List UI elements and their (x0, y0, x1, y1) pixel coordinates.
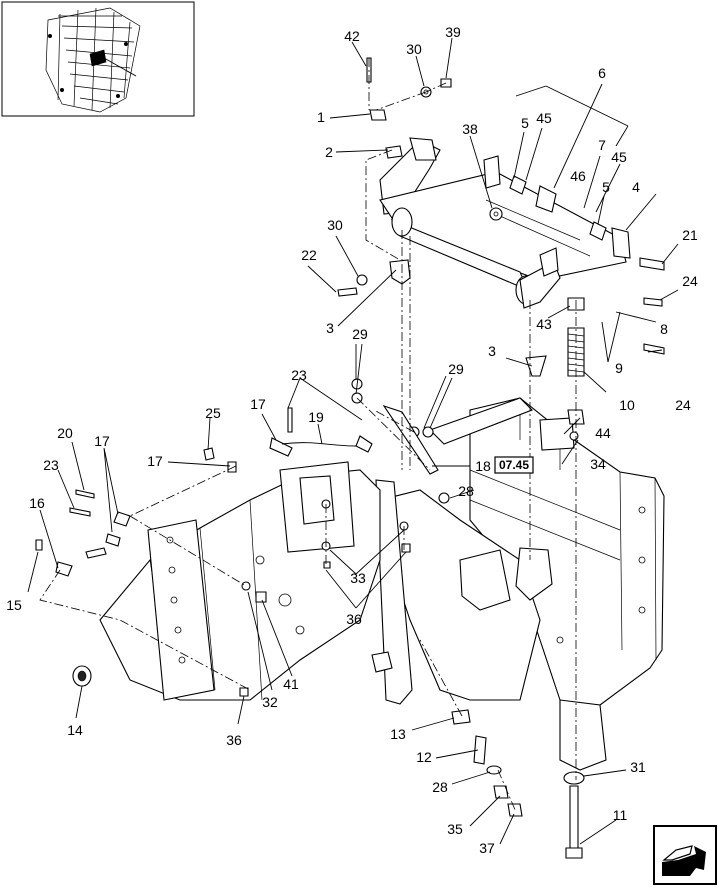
callout-leaders (27, 37, 679, 845)
callout-36[interactable]: 36 (346, 611, 362, 627)
callout-13[interactable]: 13 (390, 726, 406, 742)
callout-42[interactable]: 42 (344, 28, 360, 44)
callout-36[interactable]: 36 (226, 732, 242, 748)
thumbnail-machine-sketch (45, 7, 141, 113)
callout-28[interactable]: 28 (458, 483, 474, 499)
section-reference[interactable]: 07.45 (494, 456, 534, 474)
callout-41[interactable]: 41 (283, 676, 299, 692)
callout-29[interactable]: 29 (352, 326, 368, 342)
callout-39[interactable]: 39 (445, 24, 461, 40)
callout-5[interactable]: 5 (521, 115, 529, 131)
callout-31[interactable]: 31 (630, 759, 646, 775)
callout-44[interactable]: 44 (595, 425, 611, 441)
callout-37[interactable]: 37 (479, 840, 495, 856)
callout-28[interactable]: 28 (432, 779, 448, 795)
callout-21[interactable]: 21 (682, 227, 698, 243)
callout-19[interactable]: 19 (308, 409, 324, 425)
callout-18[interactable]: 18 (475, 458, 491, 474)
callout-23[interactable]: 23 (291, 367, 307, 383)
callout-22[interactable]: 22 (301, 247, 317, 263)
callout-7[interactable]: 7 (598, 137, 606, 153)
callout-43[interactable]: 43 (536, 316, 552, 332)
callout-10[interactable]: 10 (619, 397, 635, 413)
callout-24[interactable]: 24 (682, 273, 698, 289)
upper-pivot-assembly (369, 109, 631, 309)
callout-15[interactable]: 15 (6, 597, 22, 613)
callout-34[interactable]: 34 (590, 456, 606, 472)
callout-17[interactable]: 17 (250, 396, 266, 412)
callout-3[interactable]: 3 (326, 320, 334, 336)
callout-8[interactable]: 8 (660, 321, 668, 337)
callout-4[interactable]: 4 (632, 179, 640, 195)
callout-32[interactable]: 32 (262, 694, 278, 710)
callout-46[interactable]: 46 (570, 168, 586, 184)
callout-12[interactable]: 12 (416, 749, 432, 765)
callout-9[interactable]: 9 (615, 360, 623, 376)
callout-14[interactable]: 14 (67, 722, 83, 738)
callout-25[interactable]: 25 (205, 405, 221, 421)
callout-2[interactable]: 2 (325, 144, 333, 160)
callout-23[interactable]: 23 (43, 457, 59, 473)
callout-33[interactable]: 33 (350, 570, 366, 586)
callout-1[interactable]: 1 (317, 109, 325, 125)
callout-30[interactable]: 30 (327, 217, 343, 233)
callout-30[interactable]: 30 (406, 41, 422, 57)
next-page-arrow-icon[interactable] (653, 825, 717, 885)
callout-35[interactable]: 35 (447, 821, 463, 837)
assembly-guide-lines (39, 58, 577, 813)
callout-labels: 42 30 39 6 1 5 45 38 7 45 2 46 5 4 30 22… (6, 24, 698, 856)
callout-11[interactable]: 11 (613, 807, 628, 823)
section-reference-label: 07.45 (499, 458, 529, 472)
callout-29[interactable]: 29 (448, 361, 464, 377)
callout-20[interactable]: 20 (57, 425, 73, 441)
callout-45[interactable]: 45 (536, 110, 552, 126)
main-frame (99, 397, 665, 771)
hardware-items (35, 57, 665, 859)
callout-24[interactable]: 24 (675, 397, 691, 413)
callout-17[interactable]: 17 (94, 433, 110, 449)
callout-5[interactable]: 5 (602, 179, 610, 195)
callout-16[interactable]: 16 (29, 495, 45, 511)
callout-6[interactable]: 6 (598, 65, 606, 81)
callout-17[interactable]: 17 (147, 453, 163, 469)
callout-45[interactable]: 45 (611, 149, 627, 165)
locator-thumbnail (1, 1, 195, 117)
callout-3[interactable]: 3 (488, 343, 496, 359)
callout-38[interactable]: 38 (462, 121, 478, 137)
